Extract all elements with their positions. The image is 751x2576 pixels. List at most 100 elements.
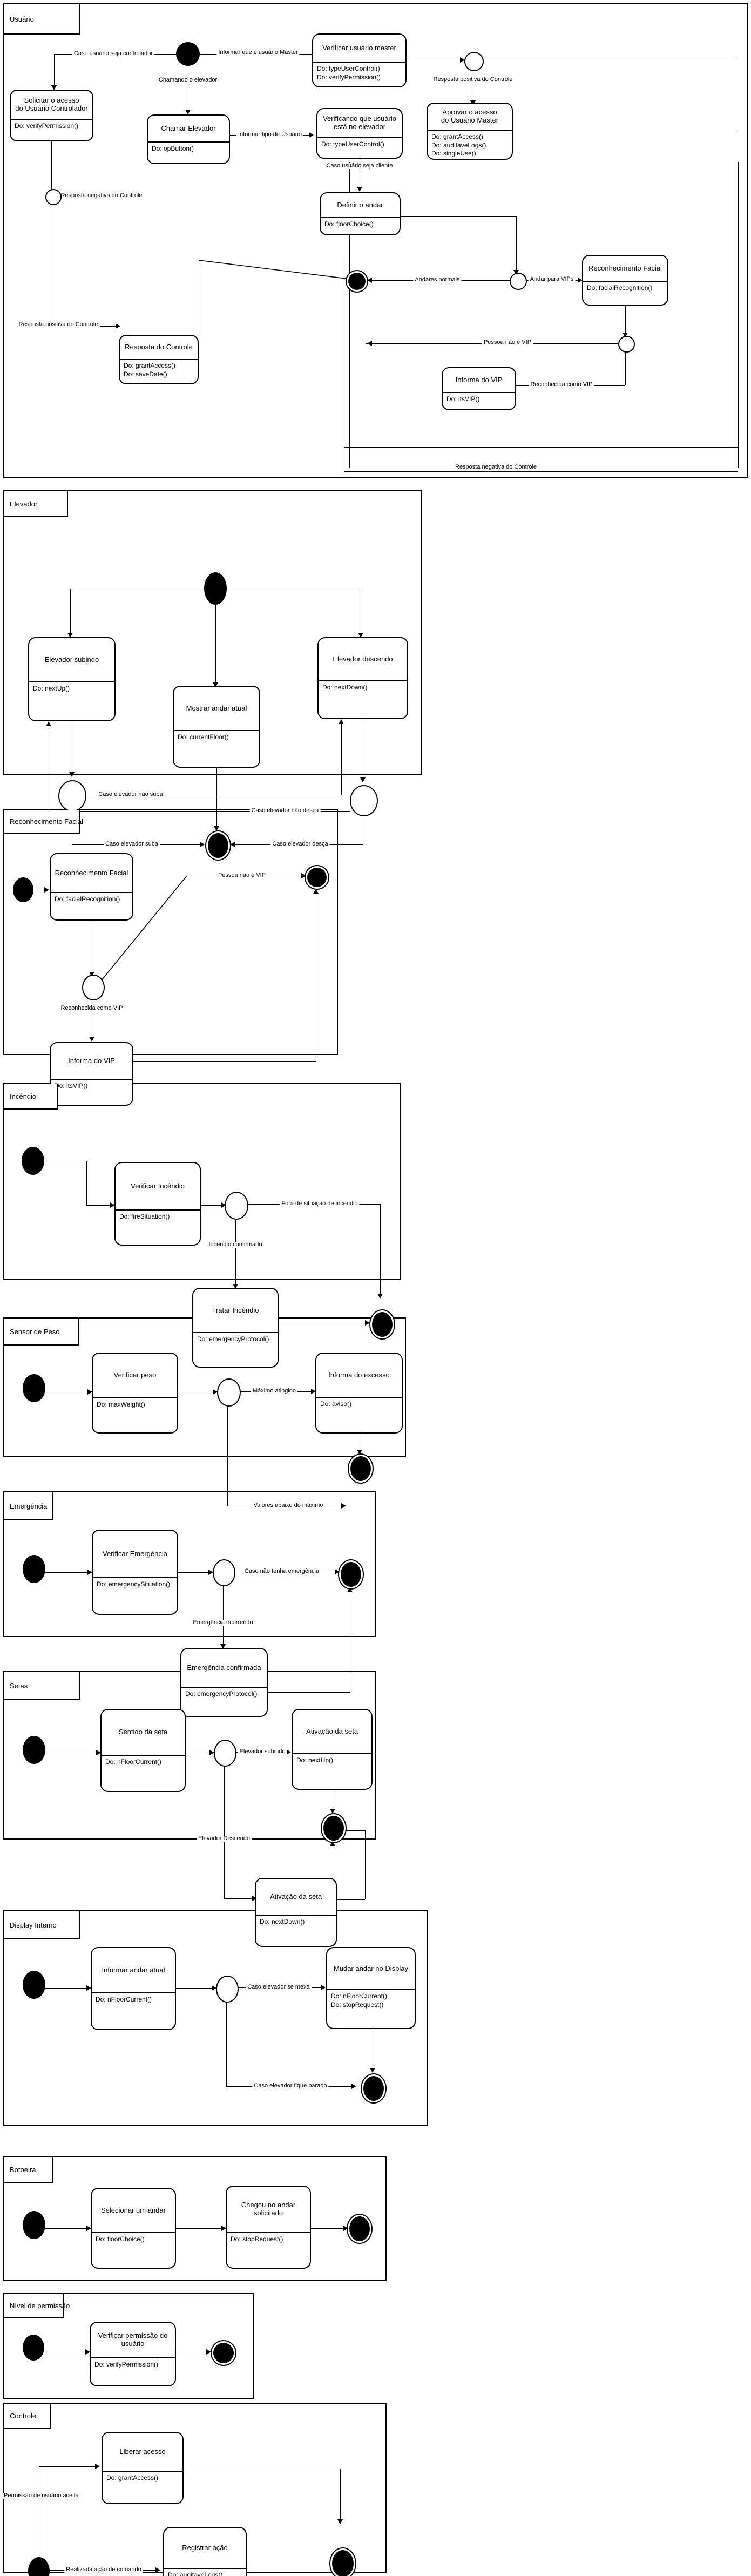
state-name: Informar andar atual [102,1965,165,1974]
state-divider [181,1687,267,1688]
state-definir-andar: Definir o andar Do: floorChoice() [320,192,401,235]
junction-node-usuario-4 [618,336,635,353]
state-divider [321,217,400,218]
state-actions: Do: currentFloor() [178,733,229,741]
state-actions: Do: facialRecognition() [55,895,120,903]
diagram-frame-emergencia: Emergência [3,1491,376,1637]
junction-node-usuario-3 [510,273,527,290]
state-name: Liberar acesso [119,2447,166,2456]
state-actions: Do: emergencySituation() [97,1580,171,1588]
state-divider [256,1915,336,1916]
state-reconhecimento-facial: Reconhecimento Facial Do: facialRecognit… [50,853,133,921]
state-name: Reconhecimento Facial [55,868,128,877]
state-divider [29,681,114,682]
state-actions: Do: grantAccess() [106,2474,159,2482]
initial-state-recfacial [13,877,33,902]
initial-state-botoeira [23,2211,45,2239]
final-state-botoeira [347,2214,373,2244]
transition-label: Incêndio confirmado [207,1242,264,1248]
state-solicitar-acesso: Solicitar o acesso do Usuário Controlado… [10,90,93,141]
transition-label: Caso elevador não suba [97,792,165,797]
state-divider [116,1209,200,1211]
initial-state-elevador [204,572,227,605]
state-name: Elevador subindo [44,655,99,664]
junction-node-elevador-left [58,780,86,812]
state-actions: Do: typeUserControl() [321,140,384,148]
junction-node-emergencia [213,1559,235,1586]
state-divider [316,1397,402,1398]
diagram-title-controle: Controle [4,2404,51,2429]
state-divider [51,892,132,893]
diagram-title-label: Reconhecimento Facial [10,817,83,826]
state-divider [583,281,667,282]
transition-label: Pessoa não é VIP [216,873,268,878]
state-actions: Do: nextUp() [33,685,70,692]
transition-label: Caso elevador desça [270,841,330,847]
state-name: Informa do VIP [68,1056,115,1065]
state-actions: Do: nFloorCurrent() Do: stopRequest() [331,1992,388,2009]
state-divider [443,392,515,393]
initial-state-display [23,1971,45,1999]
state-divider [92,2232,175,2233]
transition-label: Máximo atingido [251,1388,298,1394]
state-actions: Do: verifyPermission() [94,2361,159,2368]
state-divider [93,1577,177,1578]
state-name: Ativação da seta [306,1727,358,1735]
transition-label: Chamando o elevador [157,77,219,83]
diagram-title-label: Sensor de Peso [10,1327,60,1336]
state-elevador-descendo: Elevador descendo Do: nextDown() [317,637,408,719]
state-name: Ativação da seta [269,1892,322,1901]
diagram-title-sensorpeso: Sensor de Peso [4,1319,79,1346]
state-tratar-incendio: Tratar Incêndio Do: emergencyProtocol() [192,1288,279,1368]
state-name: Registrar ação [182,2543,228,2552]
diagram-title-setas: Setas [4,1672,80,1700]
state-verificar-emergencia: Verificar Emergência Do: emergencySituat… [92,1530,178,1615]
state-name: Verificar Incêndio [131,1181,185,1190]
state-divider [317,137,402,138]
state-divider [120,359,198,360]
initial-state-emergencia [23,1555,45,1583]
transition-label: Pessoa não é VIP [482,340,533,346]
final-state-setas [321,1813,347,1843]
state-actions: Do: opButton() [152,145,194,152]
initial-state-sensorpeso [23,1374,45,1402]
final-state-incendio [369,1309,395,1340]
state-registrar-acao: Registrar ação Do: auditaveLogs() [163,2527,247,2576]
state-divider [227,2232,310,2233]
diagram-title-elevador: Elevador [4,491,68,517]
transition-label: Elevador subindo [238,1749,287,1755]
state-divider [293,1753,371,1754]
transition-label: Elevador Descendo [196,1836,252,1842]
state-divider [148,141,229,143]
diagram-frame-incendio: Incêndio [3,1083,401,1280]
state-verificar-peso: Verificar peso Do: maxWeight() [92,1353,178,1434]
state-name: Verificar usuário master [322,43,396,52]
diagram-title-usuario: Usuário [4,4,80,35]
transition-label: Caso elevador não desça [249,808,321,814]
diagram-title-nivelpermissao: Nível de permissão [4,2294,70,2318]
transition-label: Resposta positiva do Controle [17,322,100,328]
transition-label: Andares normais [413,277,462,283]
diagram-title-emergencia: Emergência [4,1492,53,1520]
diagram-title-label: Emergência [10,1502,48,1510]
state-name: Definir o andar [337,200,383,209]
state-actions: Do: facialRecognition() [587,284,653,292]
transition-label: Emergência ocorrendo [191,1620,255,1626]
junction-node-usuario-1 [45,189,62,205]
state-divider [51,1079,132,1080]
junction-node-setas [214,1740,236,1767]
state-actions: Do: nFloorCurrent() [105,1758,162,1766]
diagram-title-recfacial: Reconhecimento Facial [4,810,83,834]
transition-label: Caso usuário seja controlador [72,51,155,57]
state-actions: Do: emergencyProtocol() [185,1690,258,1698]
state-name: Reconhecimento Facial [588,263,662,272]
transition-label: Resposta negativa do Controle [59,193,144,199]
final-state-display [361,2073,387,2104]
transition-label: Reconhecida como VIP [59,1005,125,1011]
state-name: Resposta do Controle [125,342,193,351]
junction-node-recfacial [82,975,105,1000]
state-mudar-andar-display: Mudar andar no Display Do: nFloorCurrent… [326,1947,416,2029]
final-state-emergencia [338,1559,364,1590]
transition-label: Reconhecida como VIP [529,382,594,388]
state-actions: Do: nextUp() [296,1756,334,1764]
